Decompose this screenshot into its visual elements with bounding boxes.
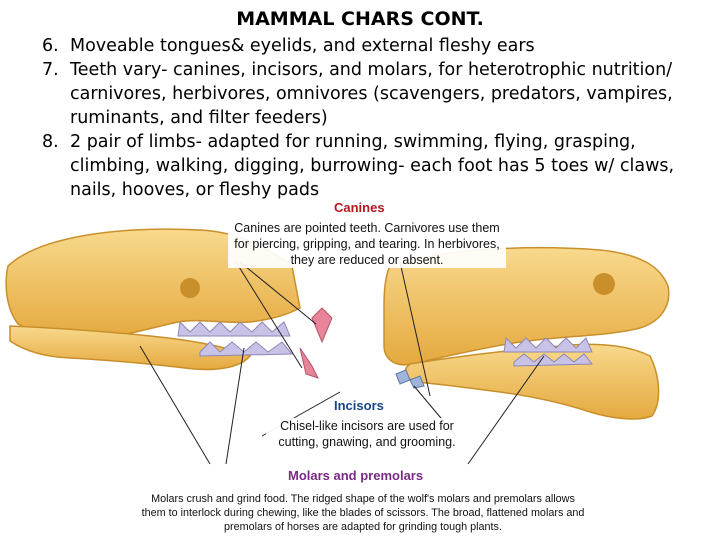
wolf-jaw — [9, 325, 252, 371]
point-7: 7. Teeth vary- canines, incisors, and mo… — [42, 58, 712, 130]
point-text: Moveable tongues& eyelids, and external … — [70, 36, 535, 56]
horse-skull — [383, 246, 670, 420]
wolf-eye-socket — [180, 278, 200, 298]
skull-illustration — [5, 228, 670, 465]
horse-incisor — [409, 375, 425, 389]
wolf-lower-molars — [199, 341, 294, 357]
skull-figure: Canines Canines are pointed teeth. Carni… — [0, 196, 720, 540]
point-number: 7. — [42, 60, 59, 80]
point-list: 6. Moveable tongues& eyelids, and extern… — [42, 34, 712, 202]
point-text: Teeth vary- canines, incisors, and molar… — [70, 60, 673, 128]
canines-heading: Canines — [334, 200, 385, 215]
point-8: 8. 2 pair of limbs- adapted for running,… — [42, 130, 712, 202]
horse-eye-socket — [593, 273, 615, 295]
molars-heading: Molars and premolars — [288, 468, 424, 483]
horse-upper-molars — [503, 336, 593, 353]
point-number: 6. — [42, 36, 59, 56]
point-number: 8. — [42, 132, 59, 152]
incisors-caption: Chisel-like incisors are used for cuttin… — [266, 418, 468, 450]
molars-caption: Molars crush and grind food. The ridged … — [140, 492, 586, 534]
pointer-lines — [139, 261, 545, 465]
incisors-heading: Incisors — [334, 398, 384, 413]
wolf-skull — [5, 228, 333, 379]
point-text: 2 pair of limbs- adapted for running, sw… — [70, 132, 675, 200]
point-6: 6. Moveable tongues& eyelids, and extern… — [42, 34, 712, 58]
wolf-upper-molars — [177, 320, 291, 337]
wolf-lower-canine — [299, 347, 319, 379]
canines-caption: Canines are pointed teeth. Carnivores us… — [228, 220, 506, 268]
slide-title: MAMMAL CHARS CONT. — [236, 8, 484, 30]
wolf-upper-canine — [311, 307, 333, 344]
horse-lower-molars — [513, 353, 594, 367]
